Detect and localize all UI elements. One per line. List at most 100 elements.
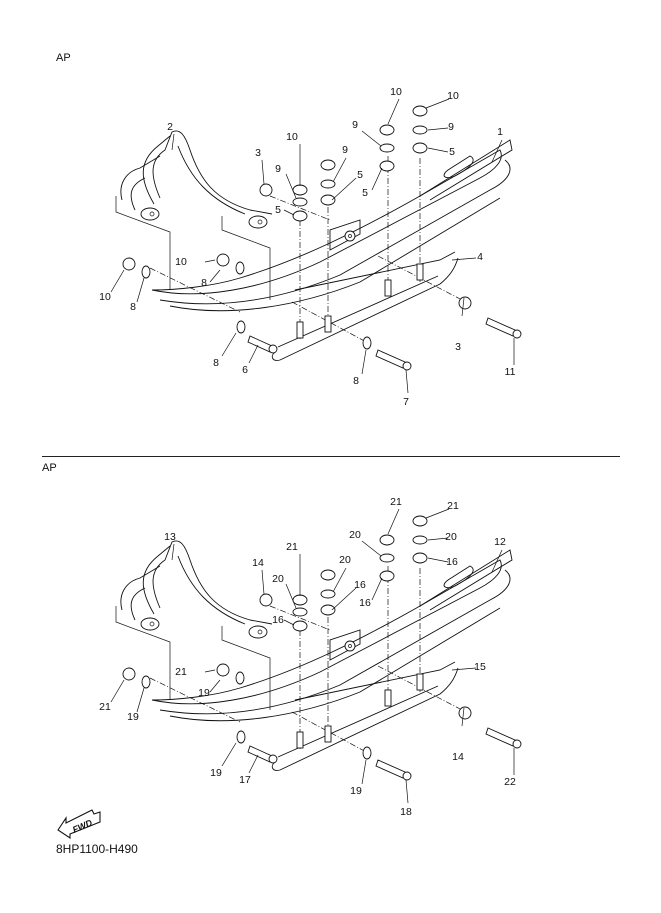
- callout-leader-line: [331, 177, 357, 201]
- callout-number-9: 9: [448, 121, 454, 133]
- callout-leader-line: [204, 669, 216, 673]
- callout-number-21: 21: [390, 496, 402, 508]
- callout-number-19: 19: [210, 767, 222, 779]
- callout-number-3: 3: [255, 147, 261, 159]
- callout-number-6: 6: [242, 364, 248, 376]
- callout-leader-line: [387, 98, 400, 125]
- callout-number-18: 18: [400, 806, 412, 818]
- callout-leader-line: [427, 127, 449, 131]
- callout-leader-line: [332, 567, 347, 593]
- callout-number-21: 21: [447, 500, 459, 512]
- callout-number-10: 10: [286, 131, 298, 143]
- callout-number-7: 7: [403, 396, 409, 408]
- callout-number-13: 13: [164, 531, 176, 543]
- callout-leader-line: [221, 742, 237, 767]
- callout-leader-line: [283, 619, 295, 626]
- callout-leader-line: [451, 257, 477, 261]
- callout-number-12: 12: [494, 536, 506, 548]
- callout-number-10: 10: [99, 291, 111, 303]
- callout-number-5: 5: [449, 146, 455, 158]
- callout-number-19: 19: [127, 711, 139, 723]
- callout-leader-line: [110, 269, 125, 293]
- callout-number-21: 21: [286, 541, 298, 553]
- callout-number-14: 14: [252, 557, 264, 569]
- callout-number-9: 9: [275, 163, 281, 175]
- callout-leader-line: [361, 540, 382, 557]
- callout-leader-line: [209, 269, 221, 283]
- callout-number-20: 20: [349, 529, 361, 541]
- callout-number-10: 10: [390, 86, 402, 98]
- callout-leader-line: [261, 159, 265, 185]
- callout-leader-line: [361, 349, 367, 375]
- callout-leader-line: [361, 759, 367, 785]
- callout-leader-line: [261, 569, 265, 595]
- callout-number-19: 19: [198, 687, 210, 699]
- callout-leader-line: [427, 557, 449, 563]
- section-2-label: AP: [42, 462, 57, 474]
- callout-leader-line: [427, 537, 449, 541]
- callout-number-8: 8: [353, 375, 359, 387]
- callout-leader-line: [285, 173, 297, 199]
- callout-leader-line: [405, 779, 409, 804]
- callout-leader-line: [331, 587, 357, 611]
- callout-leader-line: [491, 139, 503, 163]
- callout-leader-line: [136, 687, 145, 713]
- callout-leader-line: [209, 679, 221, 693]
- callout-number-22: 22: [504, 776, 516, 788]
- callout-leader-line: [171, 133, 175, 151]
- section-1-label: AP: [56, 52, 71, 64]
- callout-leader-line: [461, 297, 465, 317]
- callout-leader-line: [425, 98, 450, 109]
- callout-number-8: 8: [213, 357, 219, 369]
- callout-leader-line: [136, 277, 145, 303]
- callout-leader-line: [285, 583, 297, 609]
- callout-leader-line: [248, 754, 259, 774]
- callout-leader-line: [171, 543, 175, 561]
- callout-number-14: 14: [452, 751, 464, 763]
- callout-leader-line: [371, 167, 383, 191]
- callout-leader-line: [425, 508, 450, 519]
- section-divider: [42, 456, 620, 457]
- callout-number-20: 20: [339, 554, 351, 566]
- fwd-arrow-icon: FWD: [57, 809, 101, 840]
- callout-number-1: 1: [497, 126, 503, 138]
- callout-number-5: 5: [275, 204, 281, 216]
- callout-number-20: 20: [445, 531, 457, 543]
- callout-number-16: 16: [354, 579, 366, 591]
- callout-number-10: 10: [175, 256, 187, 268]
- callout-number-16: 16: [359, 597, 371, 609]
- callout-leader-line: [451, 667, 477, 671]
- callout-leader-line: [491, 549, 503, 573]
- callout-number-15: 15: [474, 661, 486, 673]
- callout-leader-line: [387, 508, 400, 535]
- callout-leader-line: [461, 707, 465, 727]
- callout-number-16: 16: [446, 556, 458, 568]
- callout-number-5: 5: [362, 187, 368, 199]
- diagram-code: 8HP1100-H490: [56, 842, 138, 856]
- callout-number-8: 8: [201, 277, 207, 289]
- callout-leader-line: [283, 209, 295, 216]
- callout-number-21: 21: [175, 666, 187, 678]
- callout-number-9: 9: [352, 119, 358, 131]
- callout-number-10: 10: [447, 90, 459, 102]
- ski-assembly-drawing: [115, 105, 522, 371]
- callout-number-8: 8: [130, 301, 136, 313]
- callout-number-9: 9: [342, 144, 348, 156]
- callout-leader-line: [361, 130, 382, 147]
- callout-number-5: 5: [357, 169, 363, 181]
- exploded-diagram-ski-lower: 12 13 14 14 15 16 16 16 16 17 18 19 19 19 19 20 20 20 20 21…: [99, 496, 522, 818]
- callout-leader-line: [248, 344, 259, 364]
- callout-number-21: 21: [99, 701, 111, 713]
- callout-number-16: 16: [272, 614, 284, 626]
- callout-leader-line: [110, 679, 125, 703]
- callout-number-19: 19: [350, 785, 362, 797]
- callout-number-17: 17: [239, 774, 251, 786]
- callout-leader-line: [204, 259, 216, 263]
- callout-leader-line: [371, 577, 383, 601]
- callout-labels: 12 13 14 14 15 16 16 16 16 17 18 19 19 19 19 20 20 20 20 21…: [99, 496, 516, 818]
- ski-assembly-drawing: [115, 515, 522, 781]
- callout-number-2: 2: [167, 121, 173, 133]
- callout-number-20: 20: [272, 573, 284, 585]
